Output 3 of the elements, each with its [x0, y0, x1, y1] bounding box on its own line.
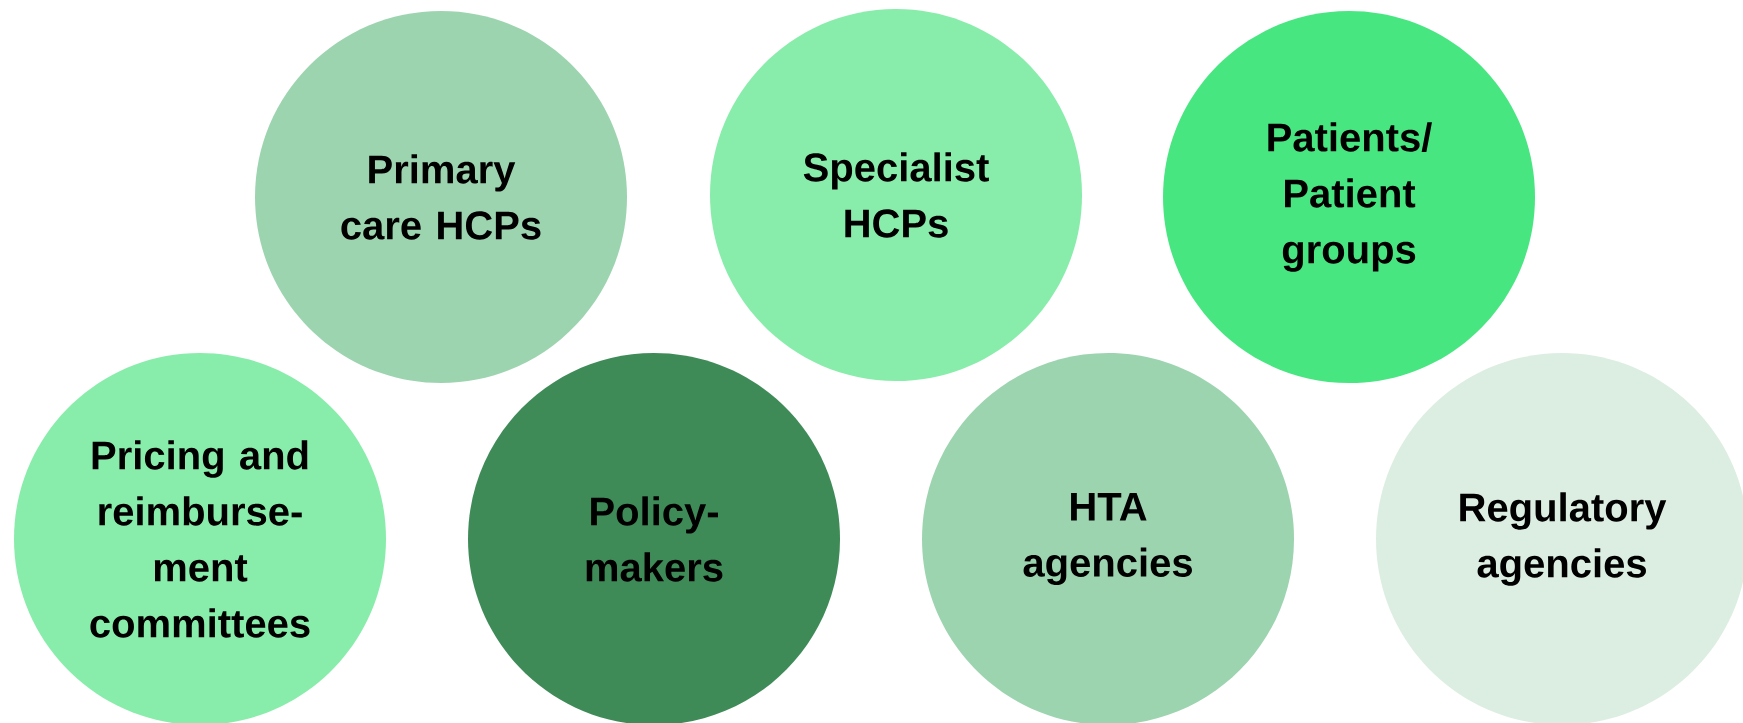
circle-node: Patients/ Patient groups [1163, 11, 1535, 383]
circle-node: Primary care HCPs [255, 11, 627, 383]
circle-node: Specialist HCPs [710, 9, 1082, 381]
